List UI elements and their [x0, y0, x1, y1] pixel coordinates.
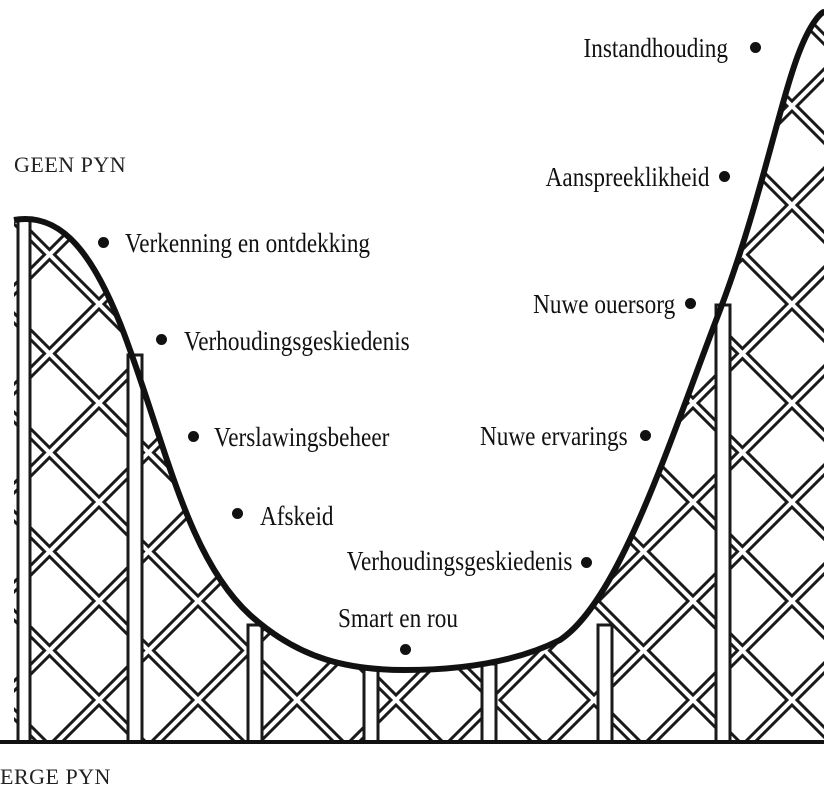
stage-dot [232, 508, 243, 519]
stage-dot [156, 334, 167, 345]
support-posts [16, 218, 732, 744]
stage-verslawingsbeheer: Verslawingsbeheer [214, 422, 390, 452]
coaster-track [13, 9, 824, 674]
stage-verhoudingsgeskiedenis-left: Verhoudingsgeskiedenis [184, 326, 410, 356]
stage-aanspreeklikheid: Aanspreeklikheid [545, 162, 709, 192]
stage-dot [581, 557, 592, 568]
stage-instandhouding: Instandhouding [583, 33, 728, 63]
stage-dot [750, 42, 761, 53]
stage-verhoudingsgeskiedenis-right: Verhoudingsgeskiedenis [346, 546, 572, 576]
stage-verkenning-en-ontdekking: Verkenning en ontdekking [125, 228, 371, 258]
stage-dot [188, 431, 199, 442]
stage-dot [400, 644, 411, 655]
label-geen-pyn: GEEN PYN [14, 152, 127, 177]
label-erge-pyn: ERGE PYN [0, 764, 111, 789]
stage-nuwe-ervarings: Nuwe ervarings [480, 421, 628, 451]
stage-dot [685, 298, 696, 309]
stage-nuwe-ouersorg: Nuwe ouersorg [532, 289, 675, 319]
stage-dot [719, 171, 730, 182]
stage-smart-en-rou: Smart en rou [338, 603, 458, 633]
stage-dot [98, 237, 109, 248]
stage-dot [640, 430, 651, 441]
stage-afskeid: Afskeid [260, 501, 334, 531]
